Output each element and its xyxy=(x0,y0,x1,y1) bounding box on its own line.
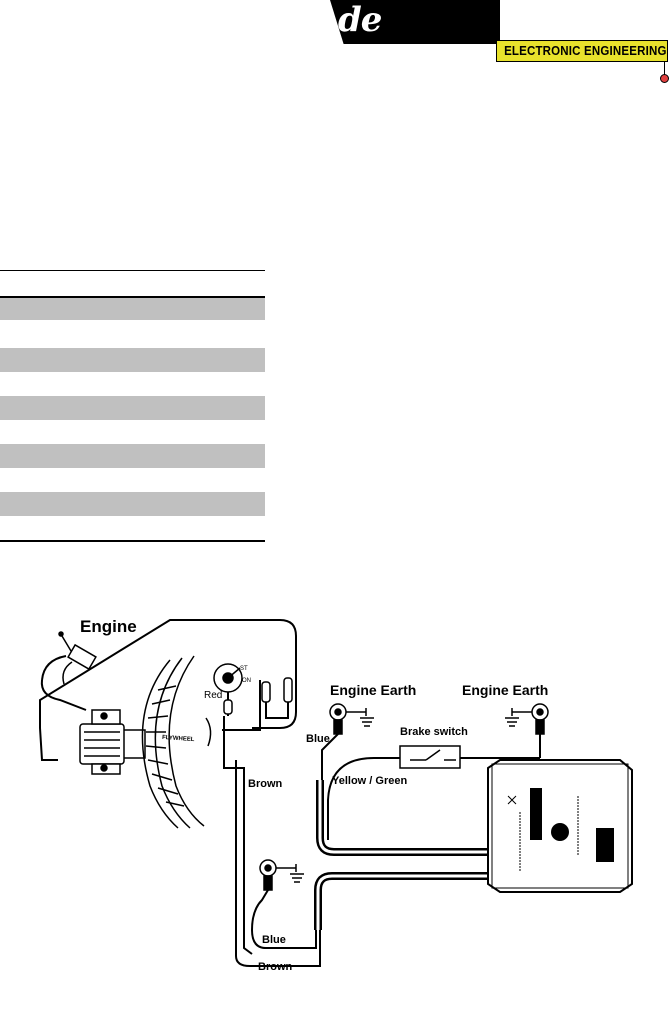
brake-switch-label: Brake switch xyxy=(400,726,468,738)
ground-symbol-icon xyxy=(346,708,374,727)
ground-symbol-icon xyxy=(505,708,532,727)
ring-terminal-icon xyxy=(259,859,277,891)
main-harness-lower xyxy=(314,872,492,930)
engine-outline xyxy=(39,619,297,761)
ignition-switch-icon: ST ON xyxy=(213,663,251,716)
spark-plug-icon xyxy=(40,631,97,711)
table-top-rule xyxy=(0,270,265,271)
table-bottom-rule xyxy=(0,540,265,542)
red-wire-label: Red xyxy=(204,690,223,701)
brown-wire xyxy=(223,716,321,967)
engine-earth-left-label: Engine Earth xyxy=(330,682,417,698)
table-row xyxy=(0,396,265,420)
spec-table xyxy=(0,270,265,542)
table-row xyxy=(0,348,265,372)
table-row xyxy=(0,492,265,516)
brown-wire-label-bottom: Brown xyxy=(258,961,293,973)
yellow-green-wire xyxy=(327,757,375,840)
logo-leader-line xyxy=(664,62,665,76)
table-row xyxy=(0,320,265,344)
table-row xyxy=(0,372,265,396)
blue-wire-label-top: Blue xyxy=(306,733,330,745)
flywheel-icon xyxy=(141,655,212,829)
switch-symbol-icon xyxy=(374,734,541,769)
wire-connectors xyxy=(222,677,293,731)
engine-label: Engine xyxy=(80,617,137,636)
wiring-diagram: ST ON xyxy=(0,600,670,1018)
svg-text:ON: ON xyxy=(242,678,251,684)
yellow-green-wire-label: Yellow / Green xyxy=(332,775,408,787)
logo-script-text: de Haardt xyxy=(330,0,500,44)
table-row xyxy=(0,444,265,468)
table-row xyxy=(0,516,265,540)
logo-band-text: ELECTRONIC ENGINEERING xyxy=(504,44,667,58)
ring-terminal-icon xyxy=(531,703,549,735)
blue-wire-label-bottom: Blue xyxy=(262,934,286,946)
ignition-coil-icon xyxy=(79,709,146,775)
wiring-diagram-svg: ST ON xyxy=(39,619,633,967)
table-row xyxy=(0,468,265,492)
logo-band: ELECTRONIC ENGINEERING xyxy=(496,40,668,62)
lower-blue-wire xyxy=(250,889,317,949)
logo-dot xyxy=(660,74,669,83)
ground-symbol-icon xyxy=(276,864,304,883)
ring-terminal-icon xyxy=(329,703,347,735)
svg-text:ST: ST xyxy=(240,666,248,672)
table-header-row xyxy=(0,296,265,320)
control-module-icon xyxy=(487,759,633,893)
engine-earth-right-label: Engine Earth xyxy=(462,682,549,698)
company-logo: de Haardt ELECTRONIC ENGINEERING xyxy=(330,0,670,83)
main-harness-upper xyxy=(316,780,492,856)
table-row xyxy=(0,420,265,444)
brown-wire-label-top: Brown xyxy=(248,778,283,790)
